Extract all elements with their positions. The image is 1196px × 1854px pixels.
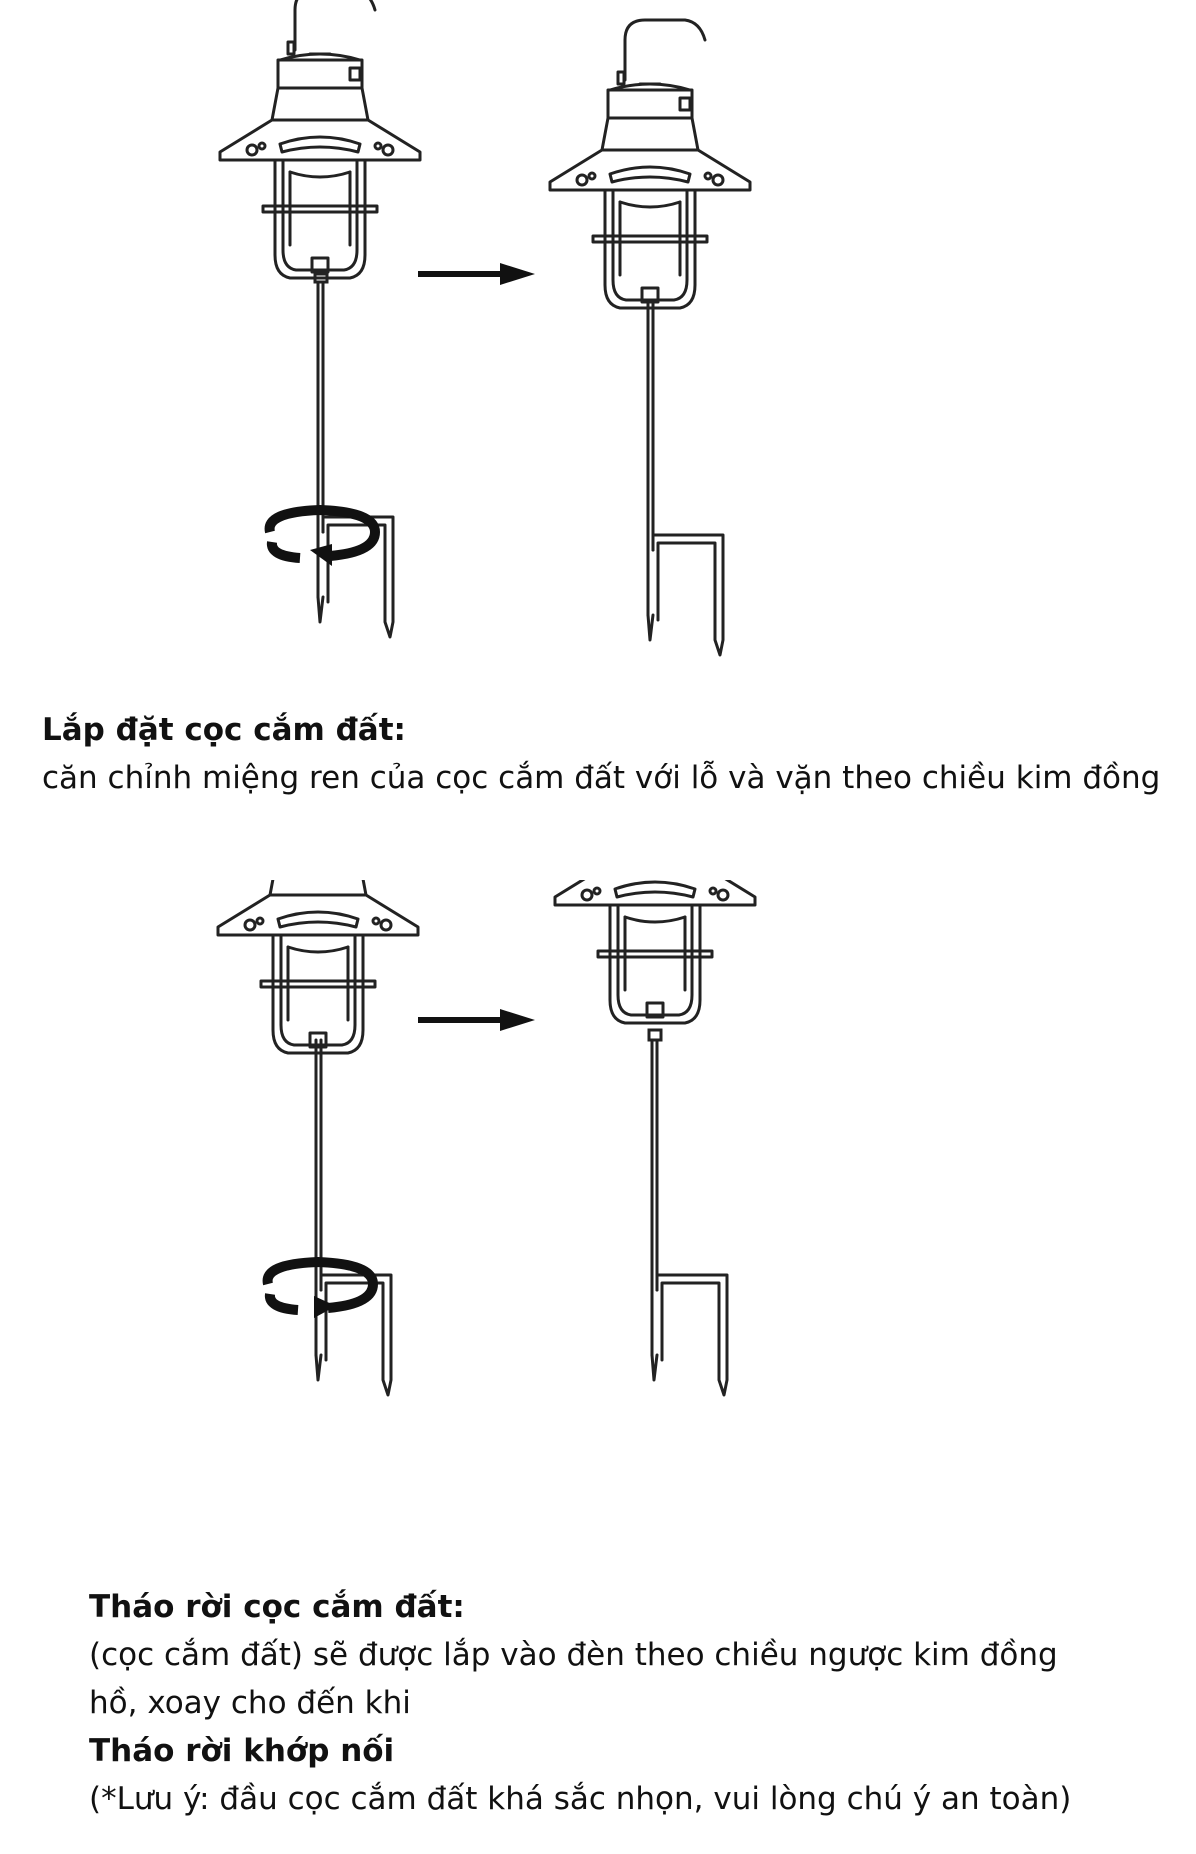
ground-stake-icon xyxy=(646,298,725,657)
removal-caption: Tháo rời cọc cắm đất: (cọc cắm đất) sẽ đ… xyxy=(89,1583,1149,1823)
right-arrow-icon xyxy=(418,1009,535,1031)
removal-heading: Tháo rời cọc cắm đất: xyxy=(89,1589,465,1625)
install-heading: Lắp đặt cọc cắm đất: xyxy=(42,712,406,748)
rotate-clockwise-icon xyxy=(270,510,375,566)
ground-stake-icon xyxy=(647,1028,729,1397)
lantern-icon xyxy=(216,880,420,1055)
removal-instructions-line1: (cọc cắm đất) sẽ được lắp vào đèn theo c… xyxy=(89,1637,1058,1673)
removal-diagram xyxy=(0,880,1196,1580)
joint-removal-heading: Tháo rời khớp nối xyxy=(89,1733,395,1769)
right-arrow-icon xyxy=(418,263,535,285)
lantern-icon xyxy=(548,18,752,310)
lantern-icon xyxy=(553,880,757,1025)
safety-note: (*Lưu ý: đầu cọc cắm đất khá sắc nhọn, v… xyxy=(89,1781,1072,1817)
rotate-counterclockwise-icon xyxy=(268,1262,373,1318)
install-instructions: căn chỉnh miệng ren của cọc cắm đất với … xyxy=(42,760,1161,796)
install-diagram xyxy=(0,0,1196,680)
removal-instructions-line2: hồ, xoay cho đến khi xyxy=(89,1685,411,1721)
ground-stake-icon xyxy=(314,1038,393,1397)
install-caption: Lắp đặt cọc cắm đất: căn chỉnh miệng ren… xyxy=(42,706,1162,802)
ground-stake-icon xyxy=(313,272,395,639)
lantern-icon xyxy=(218,0,422,280)
